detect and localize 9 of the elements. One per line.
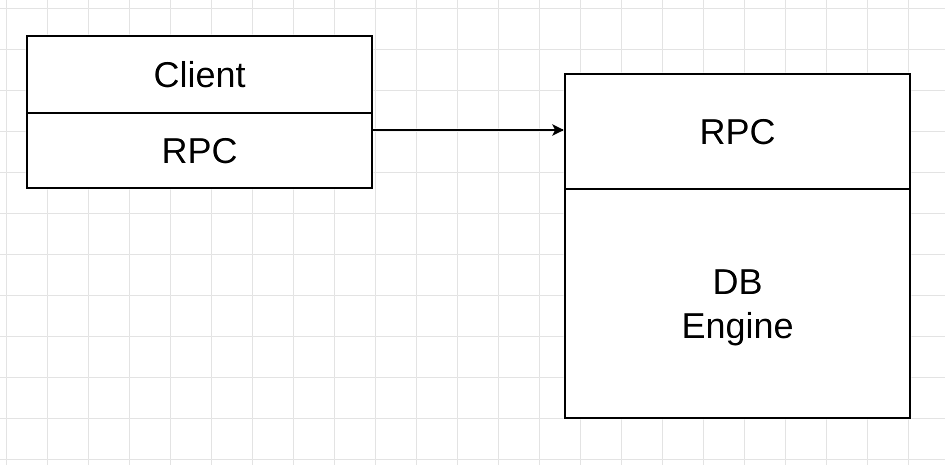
arrow [373,124,564,136]
header-cell [26,35,373,114]
header-cell [564,73,911,190]
cell-label: RPC [161,128,238,172]
cell-label: DB Engine [680,260,795,347]
cell-label: Client [153,52,246,96]
cell-label: RPC [699,110,776,154]
compartment-cell [564,188,911,419]
compartment-cell [26,112,373,189]
